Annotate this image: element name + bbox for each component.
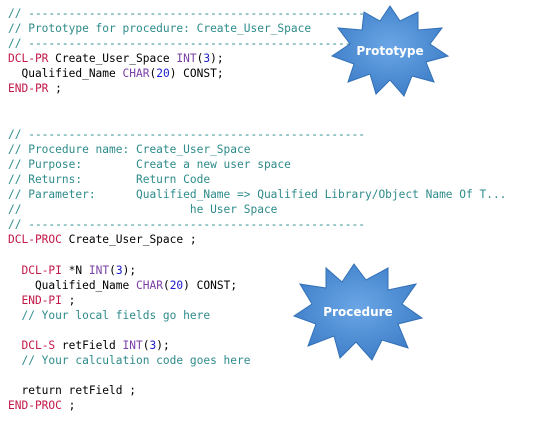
code-token: *N	[61, 263, 89, 277]
code-line: return retField ;	[8, 383, 506, 398]
code-token: ;	[61, 293, 76, 307]
code-line: DCL-PR Create_User_Space INT(3);	[8, 51, 506, 66]
code-line	[8, 368, 506, 383]
code-line: Qualified_Name CHAR(20) CONST;	[8, 278, 506, 293]
code-line: // Parameter: Qualified_Name => Qualifie…	[8, 187, 506, 202]
code-line: // -------------------------------------…	[8, 217, 506, 232]
code-line	[8, 112, 506, 127]
code-line: // Your local fields go here	[8, 308, 506, 323]
code-token: (	[142, 339, 150, 353]
code-token: // -------------------------------------…	[8, 37, 365, 51]
code-line	[8, 248, 506, 263]
code-line: // he User Space	[8, 202, 506, 217]
code-token: INT	[88, 263, 110, 277]
procedure-burst-shape	[292, 263, 424, 361]
code-token: return retField ;	[8, 384, 136, 398]
code-token: // he User Space	[8, 203, 278, 217]
code-token: INT	[122, 339, 143, 353]
code-token: CHAR	[122, 67, 150, 81]
code-line: DCL-PI *N INT(3);	[8, 263, 506, 278]
code-token: 3	[203, 52, 211, 66]
code-line: END-PR ;	[8, 81, 506, 96]
procedure-callout: Procedure	[292, 262, 424, 362]
code-line	[8, 323, 506, 338]
code-token: END-PROC	[8, 399, 62, 413]
code-token	[8, 264, 21, 277]
code-line: // Prototype for procedure: Create_User_…	[8, 21, 506, 36]
code-line: // -------------------------------------…	[8, 127, 506, 142]
code-token: // Returns: Return Code	[8, 173, 211, 187]
code-token: // Your local fields go here	[8, 308, 211, 322]
code-token: // -------------------------------------…	[8, 218, 365, 232]
code-token: (	[196, 52, 204, 66]
code-line: END-PI ;	[8, 293, 506, 308]
code-token: 3	[115, 263, 123, 277]
code-token: DCL-PROC	[8, 233, 62, 247]
prototype-callout: Prototype	[330, 4, 450, 98]
code-line: DCL-PROC Create_User_Space ;	[8, 232, 506, 247]
code-line: // Returns: Return Code	[8, 172, 506, 187]
code-token: 20	[156, 67, 170, 81]
code-token: (	[162, 278, 170, 292]
code-token: // -------------------------------------…	[8, 7, 365, 20]
code-token: INT	[176, 52, 197, 66]
code-token: CHAR	[135, 278, 163, 292]
code-token: // -------------------------------------…	[8, 127, 365, 141]
code-token: ;	[61, 399, 76, 413]
code-token	[8, 294, 21, 307]
code-token: (	[149, 67, 157, 81]
code-token: END-PR	[8, 82, 49, 96]
procedure-label: Procedure	[323, 305, 393, 319]
code-token: 20	[169, 278, 184, 292]
code-token: 3	[149, 339, 157, 353]
code-token: Qualified_Name	[8, 278, 136, 292]
code-line: DCL-S retField INT(3);	[8, 338, 506, 353]
code-editor: // -------------------------------------…	[8, 6, 506, 414]
code-token: ) CONST;	[169, 67, 224, 81]
code-token: (	[109, 263, 116, 277]
code-token: DCL-PR	[8, 52, 49, 66]
prototype-burst-shape	[330, 5, 450, 97]
code-token: DCL-PI	[21, 263, 62, 277]
code-line: // -------------------------------------…	[8, 36, 506, 51]
code-token: // Prototype for procedure: Create_User_…	[8, 22, 312, 36]
code-line: // Purpose: Create a new user space	[8, 157, 506, 172]
code-token: DCL-S	[21, 339, 56, 353]
code-token: );	[210, 52, 224, 66]
code-line	[8, 97, 506, 112]
code-token: Create_User_Space	[48, 52, 177, 66]
code-token: END-PI	[21, 293, 62, 307]
code-token: Qualified_Name	[8, 67, 123, 81]
code-token: // Your calculation code goes here	[8, 354, 251, 368]
code-token: Create_User_Space ;	[61, 233, 197, 247]
code-line: Qualified_Name CHAR(20) CONST;	[8, 66, 506, 81]
code-line: // Your calculation code goes here	[8, 353, 506, 368]
code-line: // Procedure name: Create_User_Space	[8, 142, 506, 157]
code-line: // -------------------------------------…	[8, 6, 506, 21]
code-token: );	[122, 263, 137, 277]
code-line: END-PROC ;	[8, 398, 506, 413]
code-token	[8, 339, 21, 352]
code-token: ;	[48, 82, 62, 96]
code-token: ) CONST;	[183, 278, 238, 292]
code-token: );	[156, 339, 170, 353]
code-token: // Procedure name: Create_User_Space	[8, 142, 251, 156]
prototype-label: Prototype	[356, 44, 424, 58]
code-token: // Parameter: Qualified_Name => Qualifie…	[8, 188, 507, 202]
code-token: retField	[55, 339, 123, 353]
code-token: // Purpose: Create a new user space	[8, 157, 291, 171]
